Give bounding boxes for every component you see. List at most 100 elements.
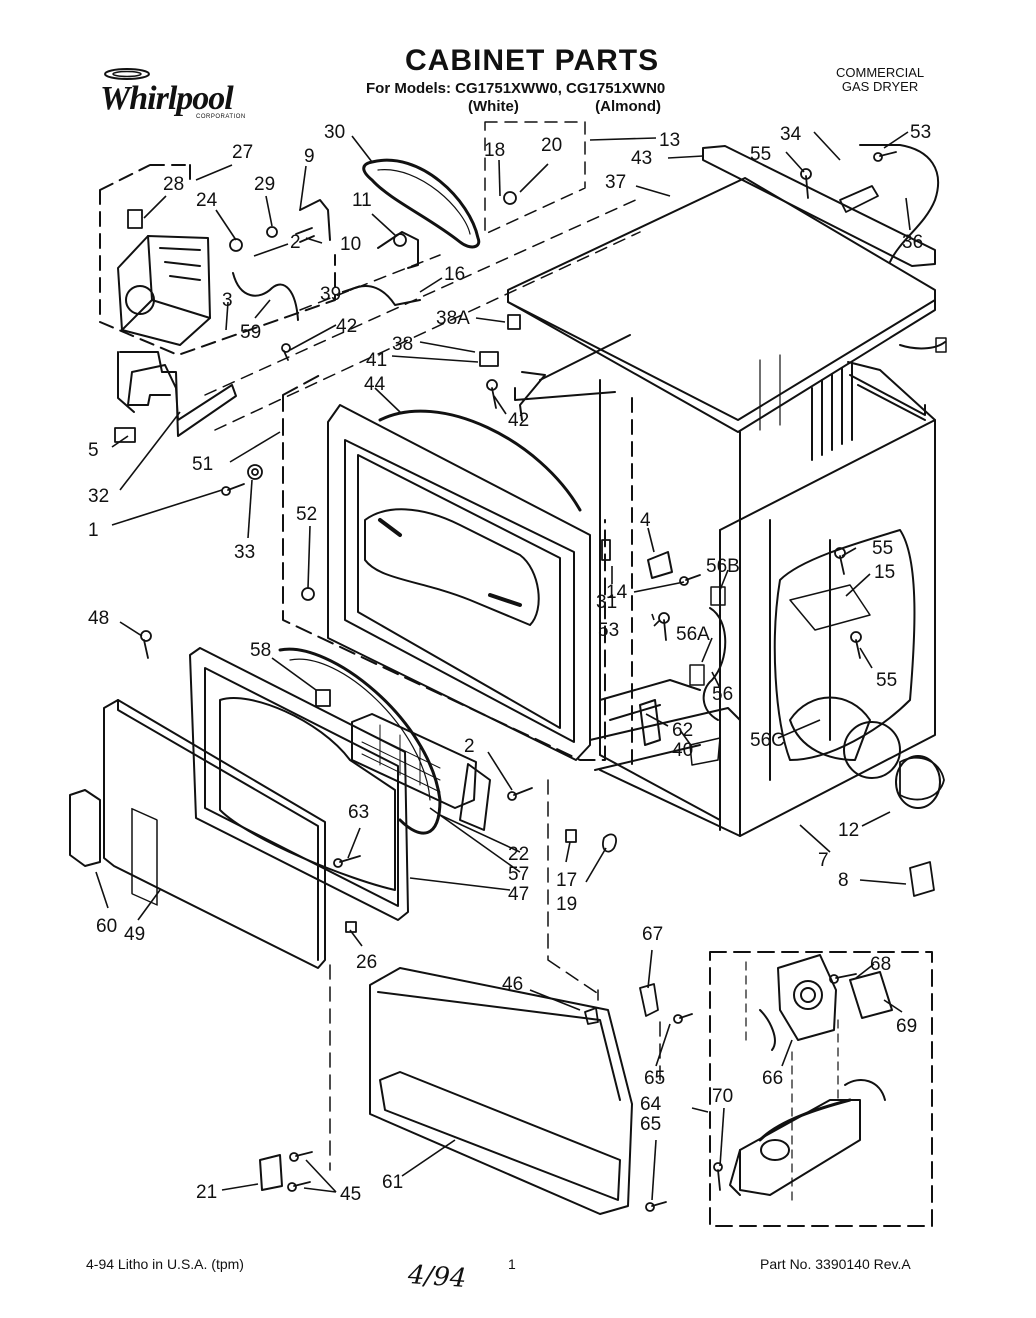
lint-screen xyxy=(351,713,477,809)
callout: 51 xyxy=(192,454,213,475)
callout: 18 xyxy=(484,140,505,161)
cabinet-body xyxy=(514,334,936,837)
callout: 53 xyxy=(598,620,619,641)
callout: 30 xyxy=(324,122,345,143)
models-line: For Models: CG1751XWW0, CG1751XWN0 xyxy=(366,80,666,97)
product-label: COMMERCIAL GAS DRYER xyxy=(836,66,924,94)
callout: 70 xyxy=(712,1086,733,1107)
cabinet-top xyxy=(507,177,936,433)
inner-door xyxy=(189,647,409,921)
callout: 56 xyxy=(712,684,733,705)
callout: 2 xyxy=(290,232,301,253)
callout: 65 xyxy=(640,1114,661,1135)
callout: 11 xyxy=(352,190,372,211)
callout: 32 xyxy=(88,486,109,507)
callout: 42 xyxy=(336,316,357,337)
callout: 2 xyxy=(464,736,475,757)
callout: 31 xyxy=(596,592,617,613)
callout: 67 xyxy=(642,924,663,945)
callout: 33 xyxy=(234,542,255,563)
footer-page-number: 1 xyxy=(508,1256,516,1272)
side-panel-cutout xyxy=(773,529,916,761)
front-panel-outline xyxy=(282,374,606,761)
callout: 14 xyxy=(606,582,628,603)
callout: 9 xyxy=(304,146,315,167)
lint-duct xyxy=(459,763,491,831)
callout: 62 xyxy=(672,720,693,741)
callout: 3 xyxy=(222,290,233,311)
connector-56b xyxy=(710,586,726,606)
callout: 22 xyxy=(508,844,529,865)
callout: 60 xyxy=(96,916,117,937)
callout: 55 xyxy=(876,670,897,691)
callout: 13 xyxy=(659,130,680,151)
callout: 44 xyxy=(364,374,386,395)
callout: 17 xyxy=(556,870,577,891)
callout: 65 xyxy=(644,1068,665,1089)
exhaust-outlet xyxy=(843,721,901,779)
idler-bracket xyxy=(299,199,331,241)
callout: 40 xyxy=(672,740,693,761)
idler-lever xyxy=(377,231,419,269)
callout: 69 xyxy=(896,1016,917,1037)
handwritten-date: 4/94 xyxy=(407,1260,468,1294)
door-catch xyxy=(689,737,721,766)
callout: 56B xyxy=(706,556,740,577)
callout: 38A xyxy=(436,308,470,329)
callout: 39 xyxy=(320,284,341,305)
motor-harness xyxy=(232,272,299,321)
callout: 34 xyxy=(780,124,802,145)
callout: 38 xyxy=(392,334,413,355)
door-handle-recess xyxy=(131,807,158,906)
door-gasket xyxy=(278,647,442,835)
callout: 29 xyxy=(254,174,275,195)
small-clips xyxy=(114,185,945,1025)
callout: 66 xyxy=(762,1068,783,1089)
callout: 5 xyxy=(88,440,99,461)
callout: 45 xyxy=(340,1184,361,1205)
callout: 49 xyxy=(124,924,145,945)
callout: 41 xyxy=(366,350,387,371)
footer-left: 4-94 Litho in U.S.A. (tpm) xyxy=(86,1256,244,1272)
callout: 27 xyxy=(232,142,253,163)
callout: 10 xyxy=(340,234,361,255)
callout: 1 xyxy=(88,520,99,541)
screws xyxy=(140,151,897,1212)
gas-valve-outline xyxy=(709,951,933,1227)
heater-housing xyxy=(789,696,871,761)
callout: 26 xyxy=(356,952,377,973)
callout: 46 xyxy=(502,974,523,995)
callout: 63 xyxy=(348,802,369,823)
front-panel xyxy=(327,404,591,761)
burner-assembly xyxy=(729,1079,886,1196)
igniter-bracket xyxy=(849,971,893,1019)
callout: 37 xyxy=(605,172,626,193)
door-switch xyxy=(647,551,673,579)
gas-valve xyxy=(759,954,837,1051)
callout: 43 xyxy=(631,148,652,169)
color-line: (White) (Almond) xyxy=(468,98,661,115)
rear-top-bracket xyxy=(702,145,936,267)
callout: 61 xyxy=(382,1172,403,1193)
callout: 36 xyxy=(902,232,923,253)
callout-labels: 30 27 9 28 29 24 2 11 10 18 20 13 43 37 … xyxy=(88,122,931,1205)
callout: 15 xyxy=(874,562,895,583)
motor-group-outline xyxy=(99,164,336,356)
callout: 24 xyxy=(196,190,218,211)
callout: 57 xyxy=(508,864,529,885)
connector-56a xyxy=(689,664,705,686)
outer-door xyxy=(103,699,326,969)
power-cord xyxy=(859,144,940,263)
product-line-2: GAS DRYER xyxy=(841,79,919,94)
lower-hinge xyxy=(259,1154,283,1191)
product-line-1: COMMERCIAL xyxy=(836,65,925,80)
color-white: (White) xyxy=(468,98,519,115)
callout: 68 xyxy=(870,954,891,975)
callout: 59 xyxy=(240,322,261,343)
callout: 47 xyxy=(508,884,529,905)
door-seal xyxy=(378,409,582,512)
callout: 20 xyxy=(541,135,562,156)
callout: 56A xyxy=(676,624,710,645)
